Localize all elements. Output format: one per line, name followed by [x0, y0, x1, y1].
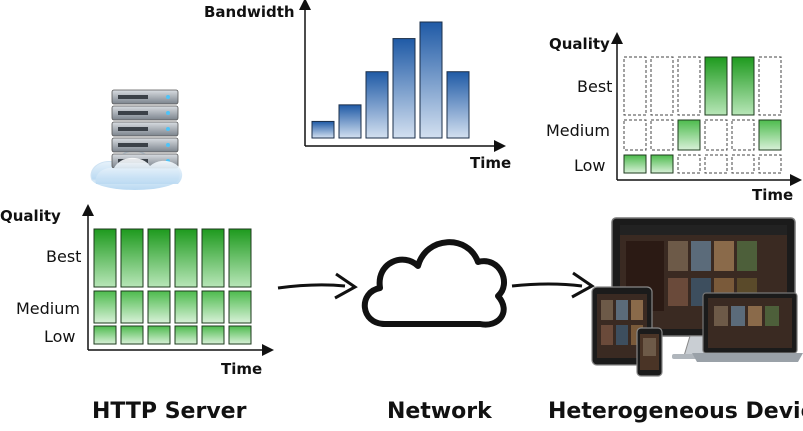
client-selected-low	[650, 154, 674, 174]
client-empty-medium	[650, 119, 674, 151]
bandwidth-bar	[311, 120, 335, 139]
caption-network: Network	[387, 399, 492, 424]
client-empty-low	[758, 154, 782, 174]
network-cloud-icon	[361, 239, 507, 328]
client-y-label: Quality	[549, 35, 610, 53]
server-segment-low	[228, 325, 252, 345]
server-segment-best	[120, 228, 144, 288]
client-selected-medium	[677, 119, 701, 151]
client-empty-best	[758, 56, 782, 116]
client-empty-low	[704, 154, 728, 174]
server-segment-medium	[228, 290, 252, 324]
client-selected-best	[731, 56, 755, 116]
client-quality-chart	[611, 32, 802, 186]
server-segment-low	[174, 325, 198, 345]
server-segment-low	[201, 325, 225, 345]
server-segment-low	[147, 325, 171, 345]
client-empty-best	[623, 56, 647, 116]
client-empty-best	[677, 56, 701, 116]
client-empty-low	[731, 154, 755, 174]
server-stack-icon	[90, 89, 183, 190]
client-selected-low	[623, 154, 647, 174]
server-segment-low	[93, 325, 117, 345]
bandwidth-bar	[446, 71, 470, 139]
bandwidth-y-label: Bandwidth	[204, 3, 295, 21]
client-empty-medium	[731, 119, 755, 151]
client-selected-medium	[758, 119, 782, 151]
server-segment-medium	[147, 290, 171, 324]
server-level-best: Best	[46, 247, 82, 266]
client-empty-medium	[623, 119, 647, 151]
server-segment-best	[147, 228, 171, 288]
client-level-medium: Medium	[546, 121, 610, 140]
arrow-icon	[511, 271, 595, 299]
client-empty-low	[677, 154, 701, 174]
bandwidth-bar	[365, 71, 389, 139]
bandwidth-chart	[299, 0, 506, 152]
server-segment-best	[228, 228, 252, 288]
bandwidth-bar	[338, 104, 362, 139]
server-y-label: Quality	[0, 207, 61, 225]
server-segment-medium	[201, 290, 225, 324]
bandwidth-bar	[392, 38, 416, 139]
server-segment-low	[120, 325, 144, 345]
client-level-low: Low	[574, 156, 606, 175]
server-x-label: Time	[221, 360, 263, 378]
server-segment-best	[174, 228, 198, 288]
caption-heterogeneous-devices: Heterogeneous Devices	[548, 399, 803, 424]
client-level-best: Best	[577, 77, 613, 96]
server-segment-best	[201, 228, 225, 288]
server-quality-chart	[82, 204, 274, 356]
bandwidth-bar	[419, 21, 443, 139]
client-empty-best	[650, 56, 674, 116]
server-segment-best	[93, 228, 117, 288]
client-selected-best	[704, 56, 728, 116]
client-empty-medium	[704, 119, 728, 151]
server-segment-medium	[93, 290, 117, 324]
server-level-medium: Medium	[16, 299, 80, 318]
devices-icon	[591, 217, 803, 377]
server-level-low: Low	[44, 327, 76, 346]
server-segment-medium	[120, 290, 144, 324]
caption-http-server: HTTP Server	[92, 399, 247, 424]
server-segment-medium	[174, 290, 198, 324]
client-x-label: Time	[752, 186, 794, 204]
bandwidth-x-label: Time	[470, 154, 512, 172]
arrow-icon	[277, 272, 358, 300]
